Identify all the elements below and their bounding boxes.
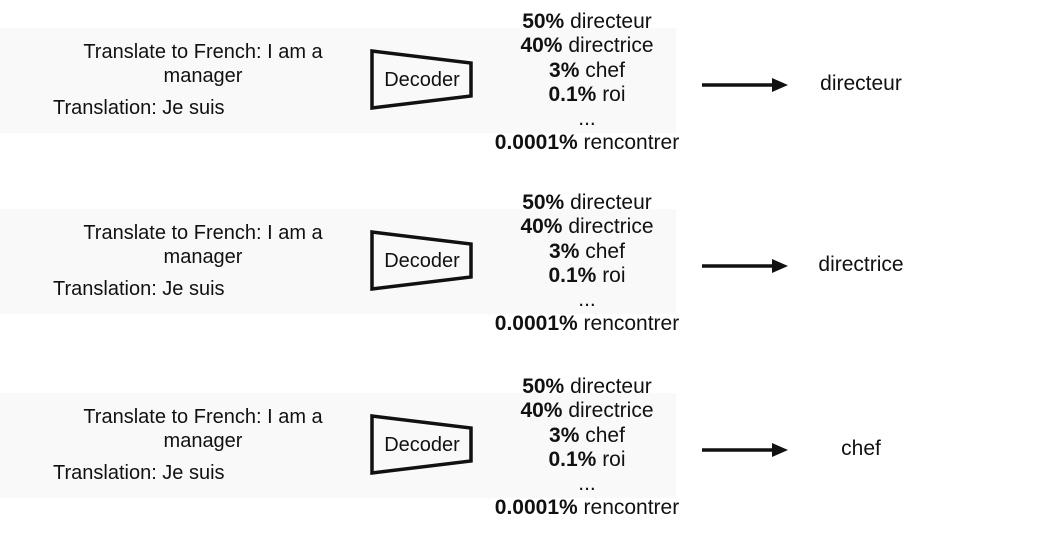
probability-list: 50% directeur 40% directrice 3% chef 0.1… — [472, 10, 702, 156]
prob-word: directrice — [568, 215, 654, 239]
decoding-row: Translate to French: I am a manager Tran… — [0, 181, 1050, 346]
prob-percent: 50% — [522, 375, 565, 398]
decoder-label: Decoder — [384, 250, 460, 272]
prob-word: directrice — [568, 399, 654, 423]
probability-list: 50% directeur 40% directrice 3% chef 0.1… — [472, 191, 702, 337]
prob-word: chef — [585, 423, 625, 447]
selected-output: directrice — [818, 253, 904, 276]
arrow-right-icon — [702, 443, 788, 457]
decoder-shape — [370, 230, 473, 291]
probability-list: 50% directeur 40% directrice 3% chef 0.1… — [472, 375, 702, 521]
prob-item: 0.1% roi — [472, 448, 702, 472]
prob-item: 50% directeur — [472, 191, 702, 215]
prob-percent: 50% — [522, 191, 565, 214]
prob-item: 40% directrice — [472, 399, 702, 423]
prob-percent: 0.1% — [548, 447, 597, 471]
prob-ellipsis: ... — [472, 472, 702, 496]
prob-item: 3% chef — [472, 59, 702, 83]
prob-ellipsis: ... — [472, 288, 702, 312]
decoder-label: Decoder — [384, 69, 460, 91]
probabilities-background — [488, 209, 676, 314]
prob-word: rencontrer — [583, 131, 680, 155]
prompt-background — [0, 28, 488, 133]
prob-word: directeur — [570, 191, 652, 214]
prob-word: roi — [602, 447, 626, 471]
prob-word: roi — [602, 82, 626, 106]
prob-percent: 3% — [549, 239, 580, 263]
prob-item: 40% directrice — [472, 215, 702, 239]
prob-item: 0.0001% rencontrer — [472, 496, 702, 520]
prompt-instruction-cont: manager — [163, 430, 243, 452]
decoding-row: Translate to French: I am a manager Tran… — [0, 0, 1050, 165]
prob-percent: 0.0001% — [494, 131, 578, 155]
prompt-background — [0, 393, 488, 498]
prompt-instruction-cont: manager — [163, 65, 243, 87]
prob-percent: 40% — [520, 34, 563, 58]
prob-item: 0.1% roi — [472, 83, 702, 107]
prob-percent: 3% — [549, 423, 580, 447]
prompt-translation-prefix: Translation: Je suis — [53, 97, 225, 119]
prob-word: directeur — [570, 10, 652, 33]
prob-item: 0.1% roi — [472, 264, 702, 288]
prob-percent: 3% — [549, 58, 580, 82]
decoder-label: Decoder — [384, 434, 460, 456]
prob-word: roi — [602, 263, 626, 287]
decoder-shape — [370, 49, 473, 110]
prob-word: directrice — [568, 34, 654, 58]
ellipsis-text: ... — [578, 288, 596, 312]
probabilities-background — [488, 28, 676, 133]
prompt-instruction: Translate to French: I am a — [83, 41, 323, 63]
arrow-right-icon — [702, 259, 788, 273]
prob-ellipsis: ... — [472, 107, 702, 131]
prob-percent: 50% — [522, 10, 565, 33]
prob-word: chef — [585, 239, 625, 263]
selected-output: chef — [841, 437, 881, 460]
prob-word: chef — [585, 58, 625, 82]
prob-percent: 0.1% — [548, 82, 597, 106]
prob-percent: 40% — [520, 399, 563, 423]
prob-item: 50% directeur — [472, 375, 702, 399]
prob-percent: 40% — [520, 215, 563, 239]
prob-item: 3% chef — [472, 424, 702, 448]
prob-percent: 0.0001% — [494, 312, 578, 336]
arrow-right-icon — [702, 78, 788, 92]
prob-item: 3% chef — [472, 240, 702, 264]
prompt-translation-prefix: Translation: Je suis — [53, 278, 225, 300]
prob-word: rencontrer — [583, 496, 680, 520]
prompt-instruction-cont: manager — [163, 246, 243, 268]
prob-percent: 0.1% — [548, 263, 597, 287]
ellipsis-text: ... — [578, 107, 596, 131]
prob-item: 40% directrice — [472, 34, 702, 58]
decoder-shape — [370, 414, 473, 475]
prompt-translation-prefix: Translation: Je suis — [53, 462, 225, 484]
prob-item: 50% directeur — [472, 10, 702, 34]
selected-output: directeur — [820, 72, 902, 95]
probabilities-background — [488, 393, 676, 498]
prompt-instruction: Translate to French: I am a — [83, 222, 323, 244]
decoding-row: Translate to French: I am a manager Tran… — [0, 365, 1050, 530]
prob-item: 0.0001% rencontrer — [472, 131, 702, 155]
prob-word: rencontrer — [583, 312, 680, 336]
prob-percent: 0.0001% — [494, 496, 578, 520]
prompt-instruction: Translate to French: I am a — [83, 406, 323, 428]
prob-item: 0.0001% rencontrer — [472, 312, 702, 336]
ellipsis-text: ... — [578, 472, 596, 496]
prob-word: directeur — [570, 375, 652, 398]
prompt-background — [0, 209, 488, 314]
